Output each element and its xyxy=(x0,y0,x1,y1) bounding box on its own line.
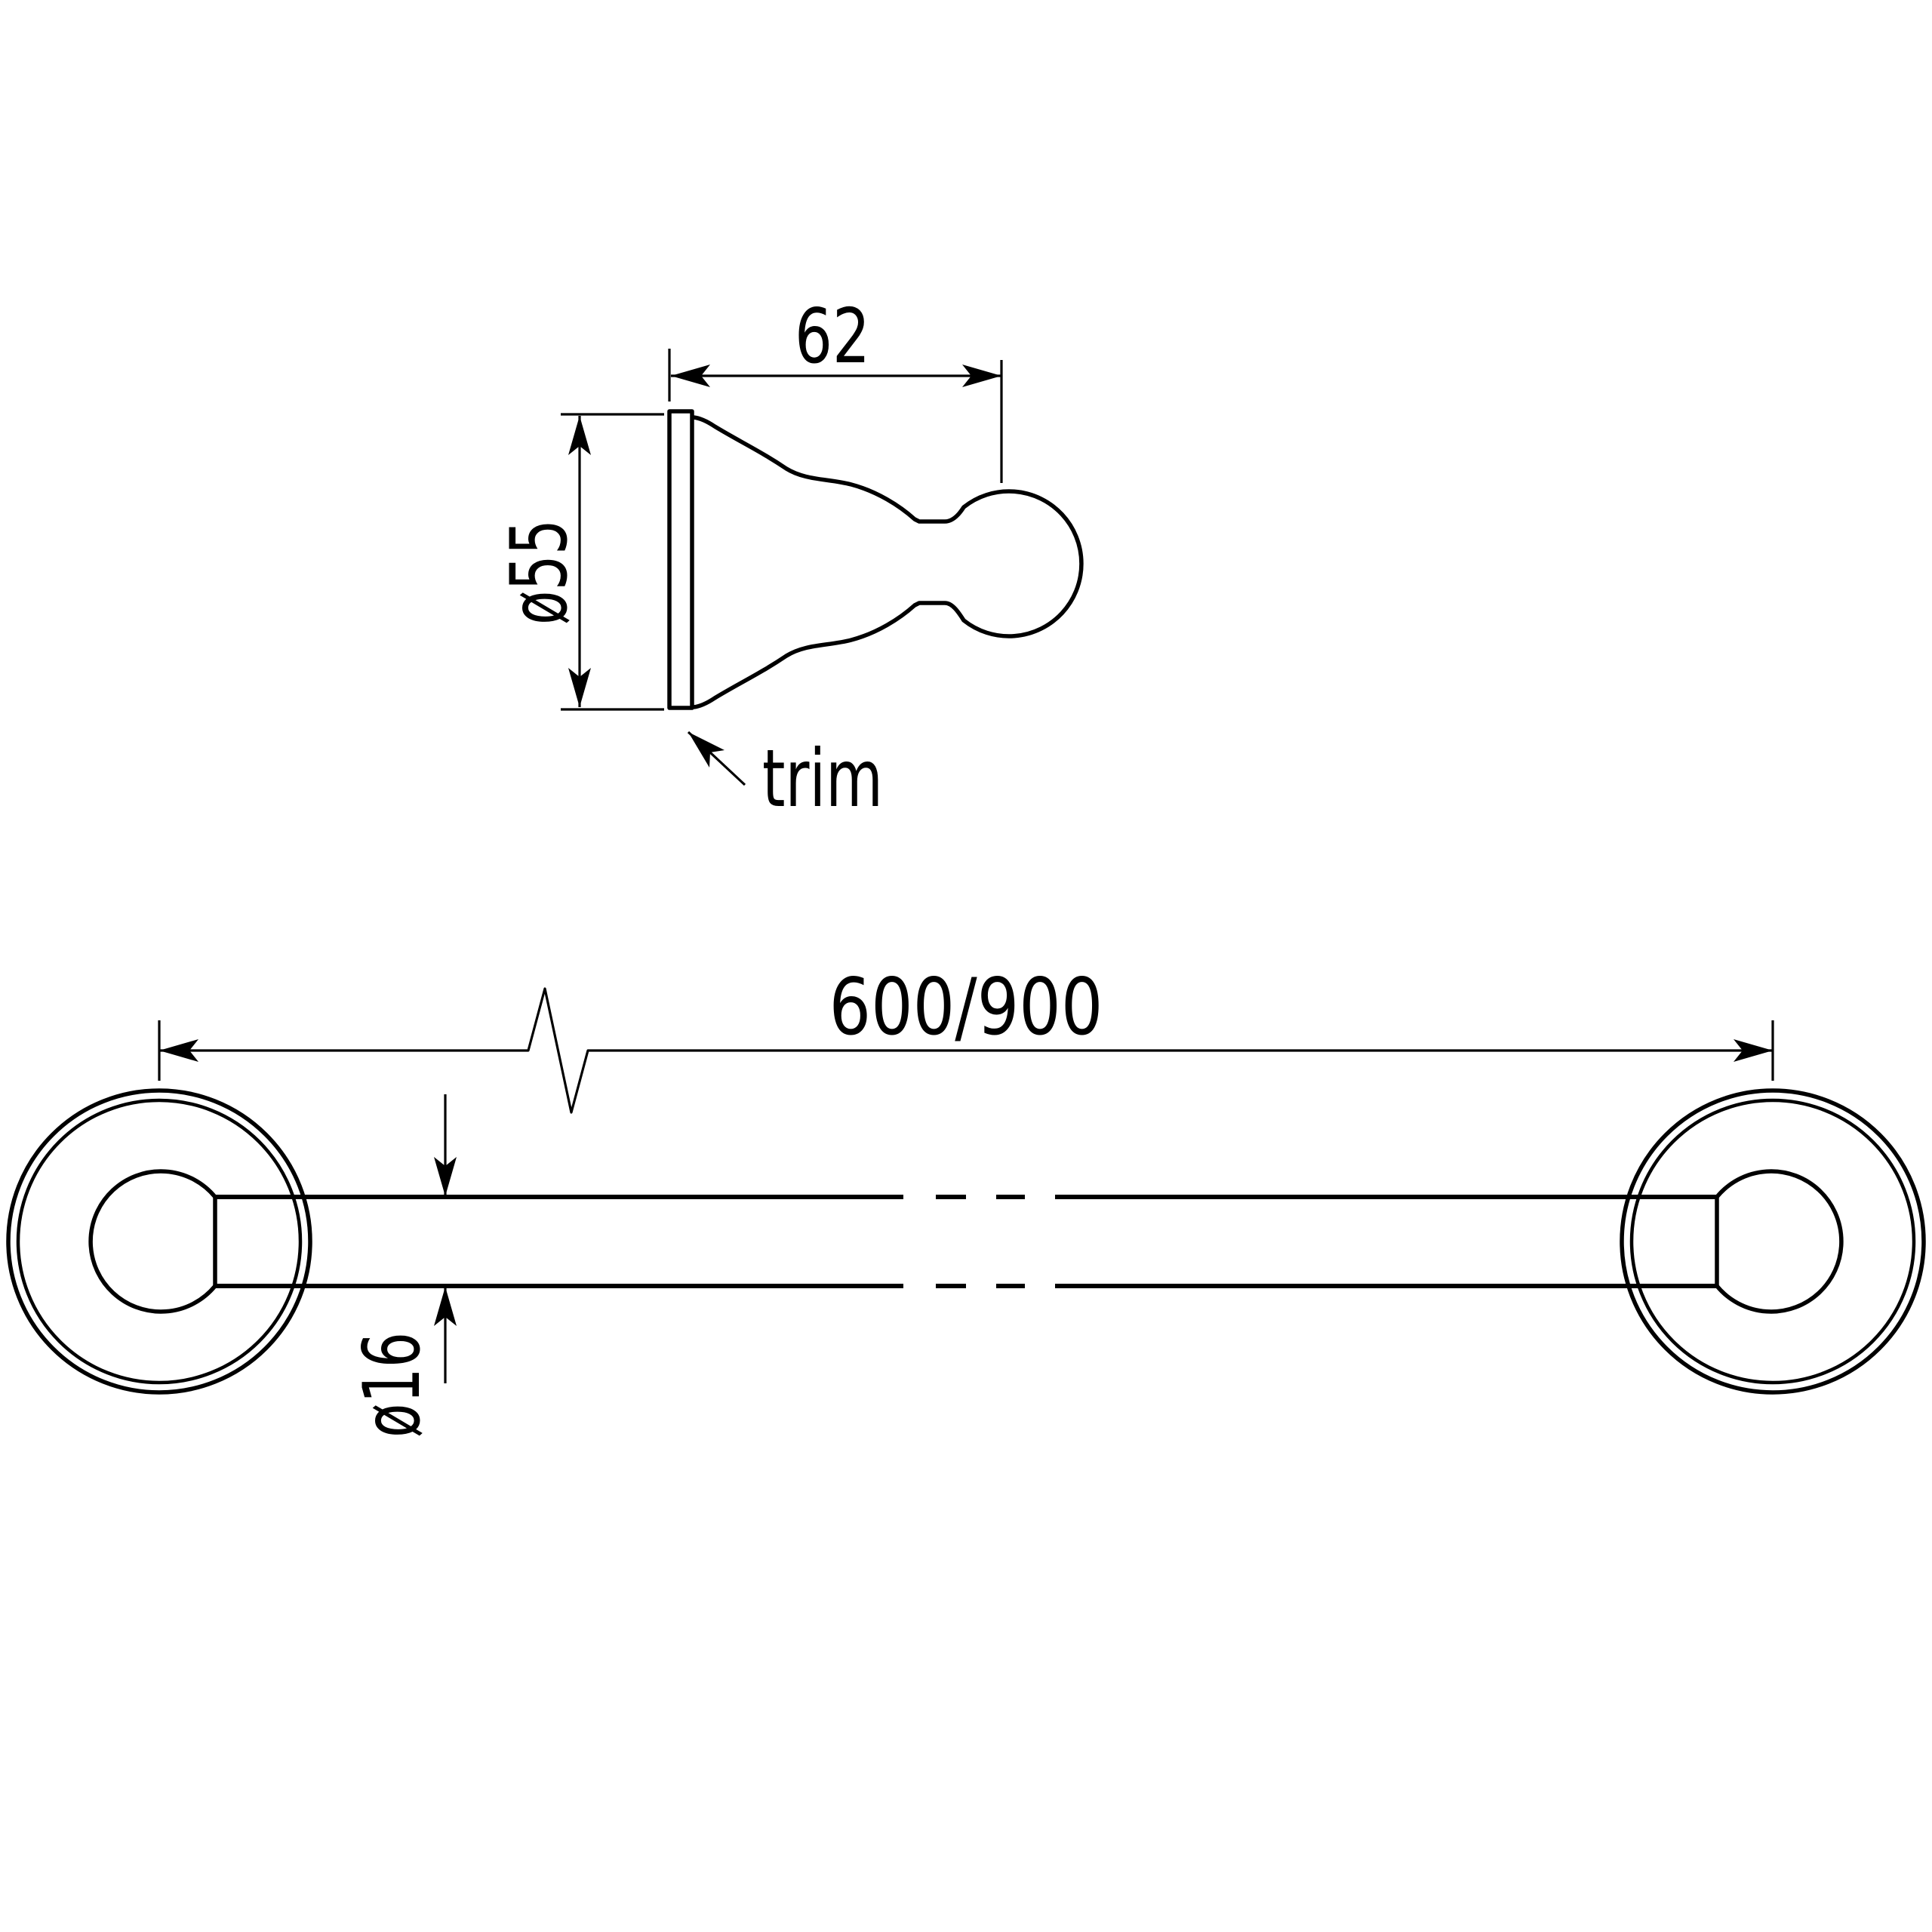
arrowhead-length-right xyxy=(1734,1039,1773,1062)
grab-bar-front-view xyxy=(6,1088,1926,1395)
trim-plate xyxy=(667,409,694,710)
label-trim-diameter: ø55 xyxy=(494,519,585,625)
trim-bracket-side-view xyxy=(667,409,1084,710)
bar-outline xyxy=(215,1195,1717,1288)
left-flange-outer-circle xyxy=(6,1088,312,1395)
right-post-knob xyxy=(1715,1169,1844,1314)
left-flange-inner-ring xyxy=(16,1098,303,1385)
right-flange-inner-ring xyxy=(1629,1098,1916,1385)
label-projection-width: 62 xyxy=(795,292,870,380)
label-bar-diameter: ø16 xyxy=(347,1332,438,1438)
arrowhead-16-bottom xyxy=(434,1287,457,1326)
label-bar-length: 600/900 xyxy=(829,962,1103,1053)
arrowhead-55-bottom xyxy=(568,668,591,707)
bracket-post-and-ball xyxy=(693,415,1084,709)
dimension-62 xyxy=(668,349,1003,483)
arrowhead-16-top xyxy=(434,1157,457,1196)
dimension-line-with-break xyxy=(159,987,1773,1114)
dimension-55 xyxy=(561,413,664,711)
label-trim-callout: trim xyxy=(762,733,883,825)
arrowhead-62-left xyxy=(671,365,710,387)
left-post-knob xyxy=(88,1169,217,1314)
right-flange-outer-circle xyxy=(1620,1088,1926,1395)
arrowhead-62-right xyxy=(962,365,1001,387)
arrowhead-trim-leader xyxy=(688,732,724,768)
arrowhead-55-top xyxy=(568,416,591,455)
arrowhead-length-left xyxy=(159,1039,198,1062)
